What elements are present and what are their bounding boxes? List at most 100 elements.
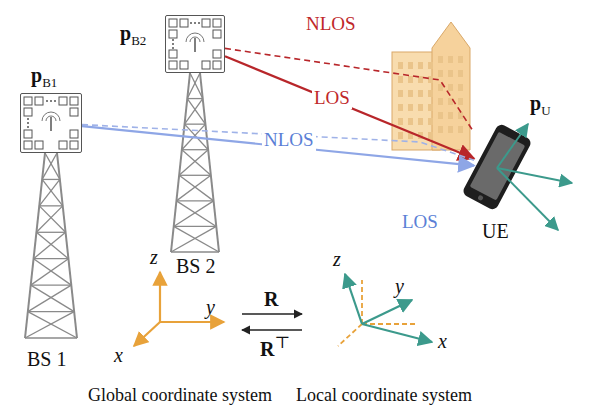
window (408, 104, 413, 111)
arrow (242, 313, 302, 314)
window (448, 112, 453, 119)
window (438, 84, 443, 91)
window (458, 112, 463, 119)
window (458, 98, 463, 105)
antenna-element (180, 19, 188, 27)
user-equipment: pU (474, 128, 520, 208)
tower-brace (185, 99, 203, 125)
antenna-element (24, 141, 32, 149)
antenna-element (70, 97, 78, 105)
antenna-element (35, 141, 43, 149)
tower-rung (42, 179, 60, 180)
dot (27, 118, 29, 120)
tower-brace (187, 73, 200, 99)
tower-brace (36, 206, 62, 232)
tower-brace (31, 259, 69, 285)
antenna-element (169, 50, 177, 58)
axis (362, 300, 412, 324)
nlos-path (225, 48, 474, 132)
antenna-element (169, 61, 177, 69)
antenna-element (59, 97, 67, 105)
tower-rung (187, 98, 202, 99)
tower-leg (200, 73, 219, 252)
dot (172, 39, 174, 41)
global-axes (134, 272, 224, 346)
window (448, 56, 453, 63)
window (418, 62, 423, 69)
position-label: pB1 (31, 64, 57, 90)
axis (361, 280, 363, 324)
local-axes (338, 274, 432, 346)
antenna-element (24, 97, 32, 105)
window (448, 126, 453, 133)
tower-brace (28, 312, 77, 338)
tower-rung (36, 232, 65, 233)
antenna-grid (165, 15, 225, 73)
window (428, 132, 433, 139)
window (408, 62, 413, 69)
tower-brace (171, 226, 216, 252)
symbol: R (264, 288, 278, 310)
tower-brace (45, 153, 60, 179)
station-name: BS 2 (176, 255, 215, 277)
towers (20, 15, 225, 338)
antenna-element (202, 19, 210, 27)
window (448, 98, 453, 105)
superscript: ⊤ (274, 333, 290, 352)
axis (160, 321, 224, 323)
radio-wave (46, 116, 56, 121)
symbol: p (530, 92, 541, 114)
window (398, 90, 403, 97)
antenna-element (213, 50, 221, 58)
symbol: p (120, 22, 131, 44)
tower-rung (176, 200, 213, 201)
window (438, 126, 443, 133)
tower (171, 73, 219, 252)
building-tower (432, 22, 470, 150)
axis-label: z (333, 248, 341, 270)
arrow (242, 329, 302, 330)
tower-rung (34, 258, 69, 259)
tower-brace (179, 175, 213, 201)
tower-brace (190, 73, 203, 99)
window (448, 84, 453, 91)
axis-label: x (114, 344, 123, 366)
dot (172, 47, 174, 49)
symbol: p (31, 64, 42, 86)
subscript: B1 (42, 75, 57, 90)
tower-brace (182, 150, 211, 176)
tower-rung (171, 251, 219, 252)
tower-brace (174, 226, 219, 252)
tower-brace (179, 150, 208, 176)
tower-rung (31, 284, 72, 285)
window (428, 118, 433, 125)
antenna-element (169, 19, 177, 27)
tower-brace (25, 312, 74, 338)
window (418, 104, 423, 111)
window (398, 132, 403, 139)
position-label: pB2 (120, 22, 146, 48)
tower-brace (42, 153, 57, 179)
subscript: B2 (131, 33, 146, 48)
window (458, 126, 463, 133)
antenna-element (213, 61, 221, 69)
antenna-mast (194, 38, 196, 52)
window (408, 76, 413, 83)
window (458, 56, 463, 63)
axis-label: y (395, 275, 404, 297)
axis (338, 324, 362, 346)
path-label: LOS (400, 212, 440, 233)
tower-rung (174, 226, 217, 227)
axis (134, 322, 160, 346)
antenna-mast (50, 117, 52, 131)
device-name: UE (482, 220, 509, 242)
path-label: NLOS (262, 130, 316, 151)
dot (172, 43, 174, 45)
window (408, 118, 413, 125)
axis (362, 323, 418, 325)
tower-leg (25, 153, 45, 338)
radio-wave (190, 37, 200, 42)
window (398, 118, 403, 125)
tower-brace (187, 99, 205, 125)
station-name: BS 1 (27, 348, 66, 370)
